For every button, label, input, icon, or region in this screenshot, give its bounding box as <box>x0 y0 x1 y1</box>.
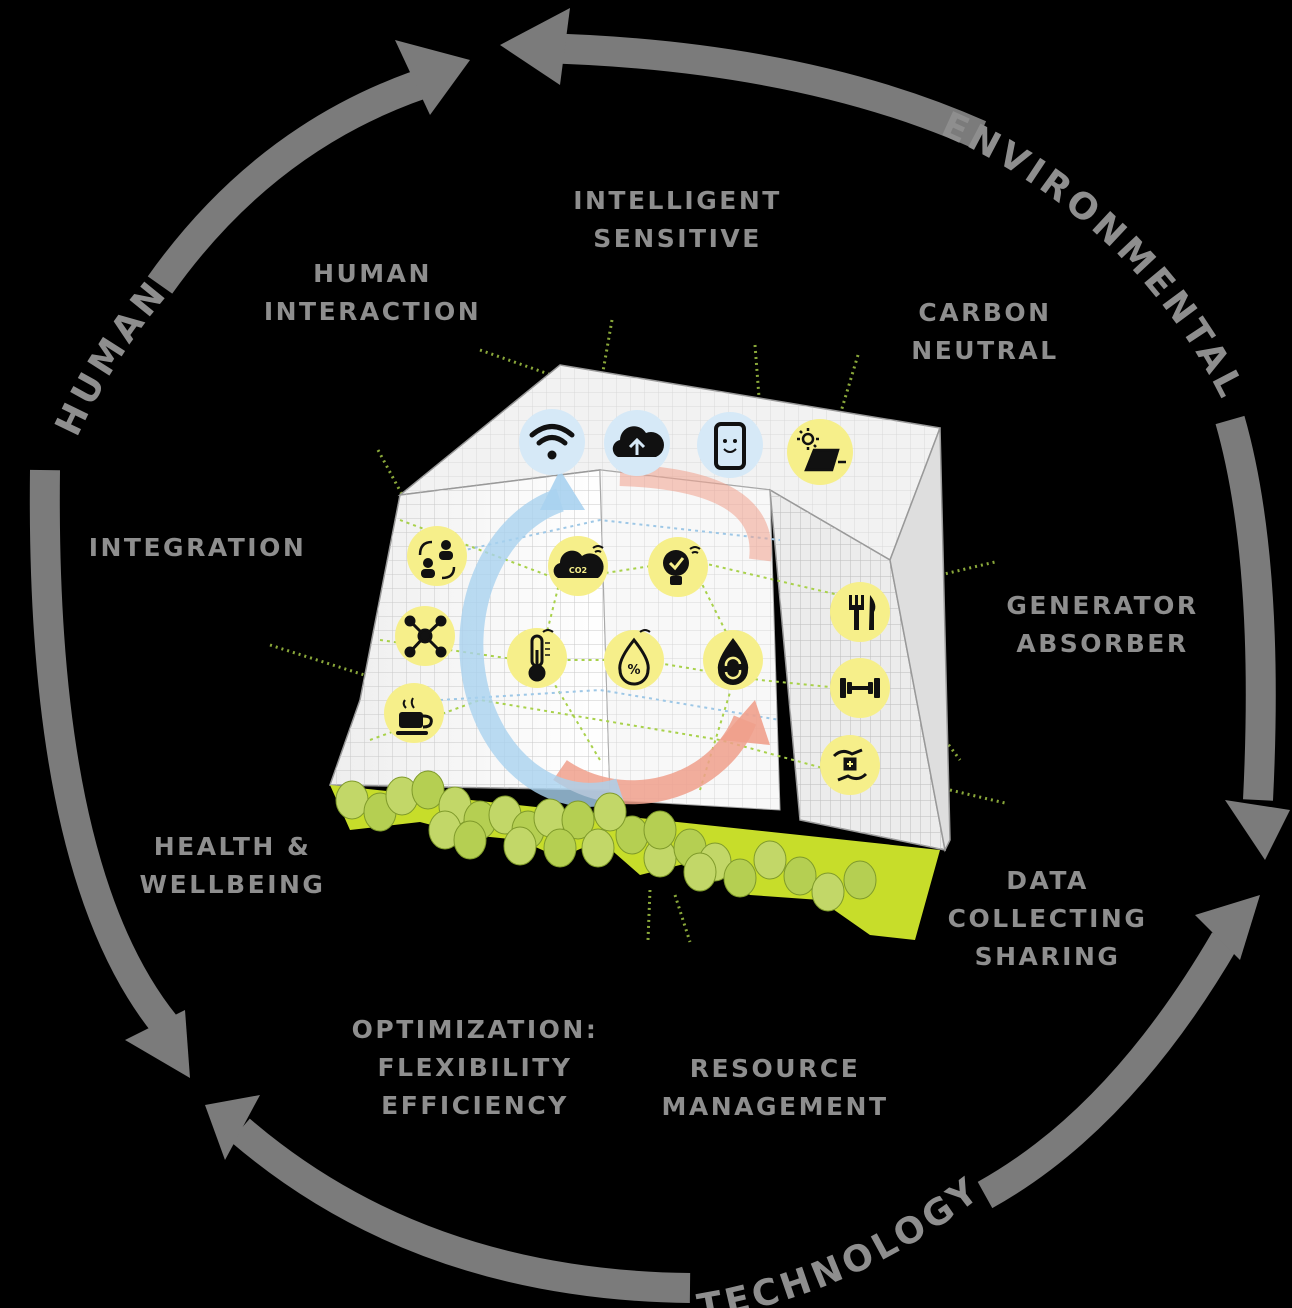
tree-row <box>335 770 877 912</box>
tree <box>543 828 577 868</box>
network-icon <box>404 615 447 658</box>
tree <box>335 780 369 820</box>
solar-panel-icon <box>797 428 846 472</box>
ring-arc-top-left <box>147 63 445 294</box>
arrowhead-left <box>125 1010 190 1078</box>
icon-integration-people <box>407 526 467 586</box>
cycle-arrowheads <box>125 8 1290 1160</box>
svg-text:CO2: CO2 <box>569 566 587 575</box>
tree <box>411 770 445 810</box>
icon-smartphone <box>697 412 763 478</box>
arrowhead-top-right <box>500 8 570 85</box>
icon-care <box>820 735 880 795</box>
tree <box>593 792 627 832</box>
people-exchange-icon <box>421 540 453 578</box>
icon-cloud-upload <box>604 410 670 476</box>
tree <box>581 828 615 868</box>
icon-fitness <box>830 658 890 718</box>
ring-arc-right <box>1215 415 1276 801</box>
icon-network <box>395 606 455 666</box>
tree <box>643 810 677 850</box>
ring-label-technology: TECHNOLOGY <box>694 1169 989 1308</box>
tree <box>843 860 877 900</box>
icon-thermometer <box>507 628 567 688</box>
tree <box>811 872 845 912</box>
icon-water-recycle <box>703 630 763 690</box>
icon-coffee <box>384 683 444 743</box>
dumbbell-icon <box>840 678 880 698</box>
tree <box>683 852 717 892</box>
tree <box>783 856 817 896</box>
water-drop-icon <box>618 637 650 686</box>
co2-cloud-icon <box>553 550 604 578</box>
tree <box>561 800 595 840</box>
ring-arc-bottom <box>230 1118 691 1303</box>
icon-solar-panel <box>787 419 853 485</box>
lightbulb-icon <box>663 550 689 585</box>
icon-smart-bulb <box>648 537 708 597</box>
arrowhead-top-left <box>395 40 470 115</box>
cycle-ring <box>29 33 1276 1303</box>
icon-humidity: % <box>604 629 664 690</box>
tree <box>723 858 757 898</box>
ring-arc-top-right <box>539 33 987 149</box>
tree <box>503 826 537 866</box>
wifi-icon <box>529 424 575 446</box>
arrowhead-bottom-left <box>205 1095 260 1160</box>
arrowhead-bottom-right <box>1195 895 1260 960</box>
coffee-cup-icon <box>396 697 433 735</box>
thermometer-icon <box>528 634 550 682</box>
tree <box>753 840 787 880</box>
smartphone-icon <box>714 422 746 470</box>
icon-wifi <box>519 409 585 475</box>
label-integration: INTEGRATION <box>88 533 307 562</box>
caring-hands-icon <box>832 748 868 782</box>
ring-arc-left <box>29 469 177 1035</box>
tree <box>453 820 487 860</box>
label-health-wellbeing: HEALTH &WELLBEING <box>139 832 326 899</box>
svg-text:%: % <box>627 663 640 678</box>
ring-label-human: HUMAN <box>48 272 176 442</box>
icon-restaurant <box>830 582 890 642</box>
arrowhead-right <box>1225 800 1290 860</box>
icon-co2: CO2 <box>548 536 608 596</box>
ring-arc-bottom-right <box>977 932 1238 1209</box>
fork-knife-icon <box>849 595 876 630</box>
